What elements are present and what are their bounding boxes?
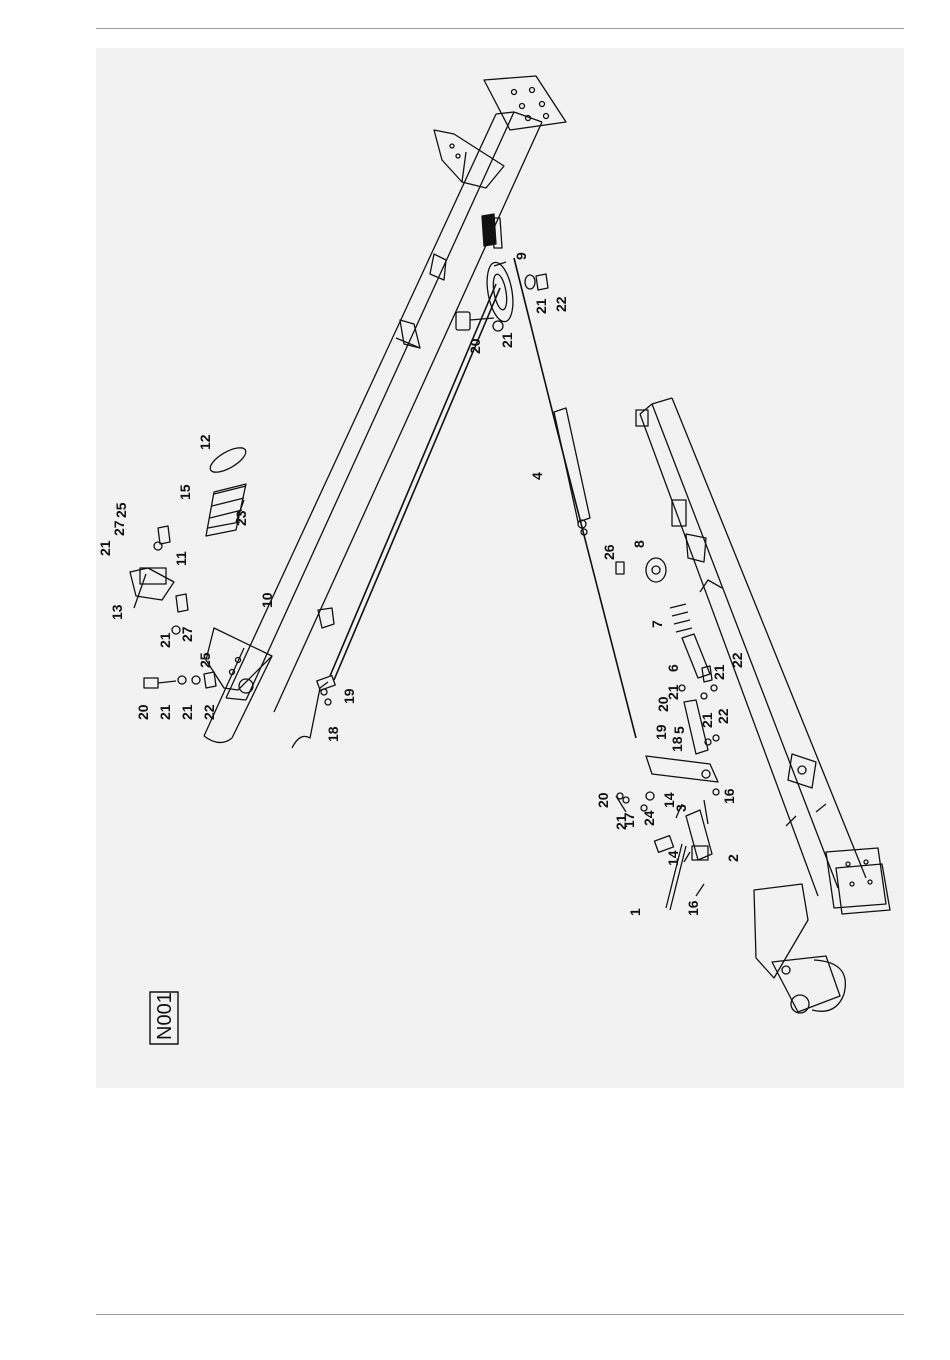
pulley-washer-nut [525,274,548,290]
main-drawbar-beam [226,112,542,712]
part-label: 21 [665,684,681,700]
part-label: 21 [499,332,515,348]
part-label: 21 [613,814,629,830]
part-label: 27 [179,626,195,642]
cable-clamp-upper [317,676,335,705]
lower-frame-beam [636,398,866,896]
beam-end-plate [484,76,566,130]
footer-rule [96,1314,904,1315]
jack-stand-mount [130,568,174,608]
part-label: 20 [467,338,483,354]
exploded-parts-diagram: N001 1 2 3 4 5 6 7 8 9 10 11 12 13 14 14… [96,48,904,1088]
part-label: 21 [699,712,715,728]
lower-beam-brackets [672,500,826,826]
part-label: 20 [135,704,151,720]
part-label: 21 [97,540,113,556]
part-label: 7 [649,620,665,628]
part-label: 1 [627,908,643,916]
part-label: 19 [653,724,669,740]
diagram-canvas: N001 1 2 3 4 5 6 7 8 9 10 11 12 13 14 14… [96,48,904,1088]
figure-code: N001 [154,992,176,1040]
part-label: 25 [113,502,129,518]
part-label: 8 [631,540,647,548]
part-number-labels: 1 2 3 4 5 6 7 8 9 10 11 12 13 14 14 15 1… [97,252,745,916]
cable-lower [514,258,636,738]
part-label: 13 [109,604,125,620]
hitch-hook [292,682,328,748]
hitch-bolt-set [144,672,216,688]
part-label: 14 [661,792,677,808]
part-label: 21 [157,704,173,720]
part-label: 22 [553,296,569,312]
part-label: 16 [721,788,737,804]
part-label: 23 [233,510,249,526]
part-label: 12 [197,434,213,450]
turnbuckle [554,408,590,535]
part-label: 11 [173,551,189,566]
part-label: 25 [197,652,213,668]
part-label: 4 [529,472,545,480]
part-label: 2 [725,854,741,862]
hitch-clevis [754,884,845,1013]
part-label: 21 [711,664,727,680]
cylinder-bracket [646,756,719,795]
part-label: 19 [341,688,357,704]
part-label: 22 [715,708,731,724]
part-label: 16 [685,900,701,916]
spring-roller [616,558,666,582]
part-label: 18 [669,736,685,752]
part-label: 21 [157,632,173,648]
part-label: 18 [325,726,341,742]
part-label: 21 [533,298,549,314]
part-label: 5 [671,726,687,734]
part-label: 26 [601,544,617,560]
hydraulic-hose [654,836,686,910]
part-label: 24 [641,810,657,826]
header-rule [96,28,904,29]
part-label: 14 [665,850,681,866]
part-label: 20 [595,792,611,808]
part-label: 10 [259,592,275,608]
part-label: 22 [201,704,217,720]
part-label: 9 [513,252,529,260]
part-label: 22 [729,652,745,668]
upper-gusset-bracket [434,130,504,188]
part-label: 27 [111,520,127,536]
hitch-head-bracket [204,628,272,743]
part-label: 6 [665,664,681,672]
part-label: 21 [179,704,195,720]
part-label: 15 [177,484,193,500]
clamp-pads [482,214,502,248]
